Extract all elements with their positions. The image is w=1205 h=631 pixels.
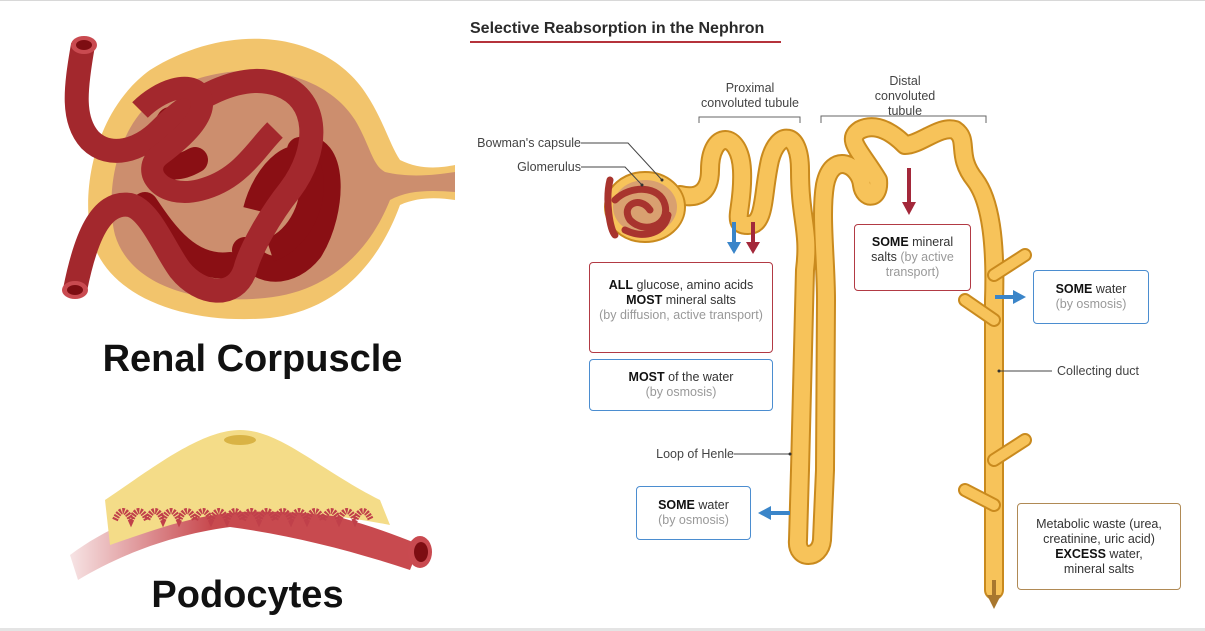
bowmans-capsule-label: Bowman's capsule [477,136,581,150]
pct-water-arrow [727,222,741,254]
capillary-loop-front [132,76,283,203]
pct-solutes-box: ALL glucose, amino acids MOST mineral sa… [589,262,773,353]
tubule [670,117,1032,600]
dct-label: Distal convoluted tubule [874,74,936,118]
dct-salt-arrow [902,168,916,215]
loop-water-box: SOME water (by osmosis) [636,486,751,540]
urine-arrow [987,580,1001,609]
glomerulus-small [604,176,672,239]
bowmans-pointer [581,142,663,181]
dct-salts-box: SOME mineral salts (by active transport) [854,224,971,291]
afferent-arteriole [63,42,324,303]
pct-label: Proximal convoluted tubule [701,81,799,110]
cd-water-box: SOME water (by osmosis) [1033,270,1149,324]
podocyte-cell [105,430,390,545]
pct-salt-arrow [746,222,760,254]
loop-of-henle-label: Loop of Henle [656,447,734,461]
nephron-diagram [581,115,1052,609]
collecting-duct-label: Collecting duct [1057,364,1139,378]
loop-water-arrow [758,506,790,520]
urine-box: Metabolic waste (urea, creatinine, uric … [1017,503,1181,590]
podocyte-nucleus [224,435,256,445]
pct-water-box: MOST of the water (by osmosis) [589,359,773,411]
top-border [0,0,1205,1]
renal-corpuscle-label: Renal Corpuscle [102,338,403,380]
diagram-title: Selective Reabsorption in the Nephron [470,20,765,37]
podocytes-label: Podocytes [151,574,344,616]
cd-water-arrow [995,290,1026,304]
dct-bracket [820,115,987,123]
podocytes-illustration [70,430,432,580]
glomerulus-pointer [581,166,643,186]
foot-processes [112,508,374,528]
renal-corpuscle-illustration [62,36,456,320]
glomerulus-label: Glomerulus [517,160,581,174]
pct-bracket [698,116,801,123]
title-underline [470,41,781,43]
bottom-border [0,628,1205,631]
